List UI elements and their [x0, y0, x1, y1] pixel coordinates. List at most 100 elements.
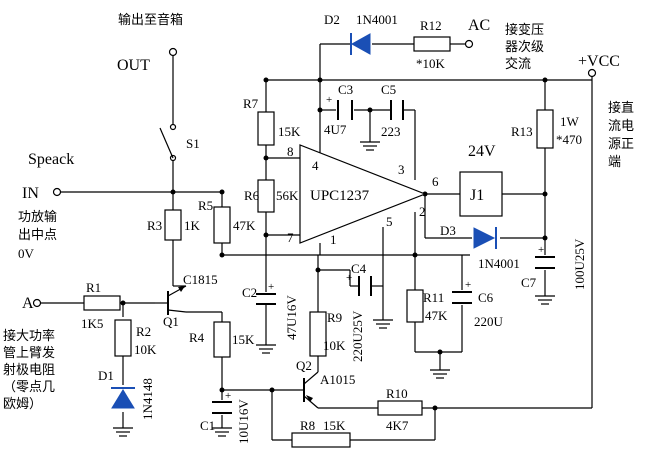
r4-value: 15K — [232, 332, 255, 347]
v24-label: 24V — [468, 143, 496, 160]
svg-text:+: + — [326, 94, 332, 106]
r13-value-1: 1W — [560, 114, 580, 129]
diode-d2 — [350, 33, 371, 55]
diodes — [111, 33, 497, 409]
c7-value: 100U25V — [572, 238, 587, 290]
r8-label: R8 — [300, 418, 315, 433]
r9-label: R9 — [327, 310, 342, 325]
svg-text:+: + — [225, 390, 231, 402]
ac-terminal — [464, 39, 474, 49]
r7-value: 15K — [278, 124, 301, 139]
r2-value: 10K — [134, 342, 157, 357]
r6-value: 56K — [276, 188, 299, 203]
r11-label: R11 — [423, 290, 444, 305]
amp-mid-line-3: 0V — [18, 246, 35, 261]
c6-value: 220U — [474, 314, 504, 329]
pin6-label: 6 — [432, 174, 439, 189]
r1-value: 1K5 — [81, 316, 103, 331]
switch-s1 — [159, 123, 177, 162]
r5-label: R5 — [198, 198, 213, 213]
ground-c3c5 — [360, 141, 380, 151]
terminals — [32, 39, 597, 308]
pin4-label: 4 — [312, 158, 319, 173]
in-label: IN — [22, 185, 39, 202]
pin8-label: 8 — [287, 144, 294, 159]
labels: 输出至音箱 OUT S1 Speack IN 功放输 出中点 0V A 接大功率… — [3, 12, 634, 444]
ground-c7 — [535, 295, 555, 305]
c6-label: C6 — [478, 290, 494, 305]
r12-value: *10K — [416, 56, 446, 71]
power-tube-line-3: 射极电阻 — [3, 362, 55, 378]
pin2-label: 2 — [419, 204, 426, 219]
c4-value: 220U25V — [350, 310, 365, 362]
resistor-r11 — [406, 289, 424, 323]
pin5-label: 5 — [386, 214, 393, 229]
r10-label: R10 — [386, 386, 408, 401]
ground-c2 — [256, 344, 276, 354]
transformer-line-2: 器次级 — [505, 39, 544, 55]
c1815-label: C1815 — [183, 272, 218, 287]
c3-label: C3 — [338, 82, 353, 97]
vcc-terminal — [587, 68, 597, 78]
resistor-r7 — [257, 111, 275, 146]
ground-c4 — [373, 319, 393, 329]
power-tube-line-4: （零点几 — [3, 380, 55, 395]
resistor-r4 — [213, 321, 231, 358]
r12-label: R12 — [420, 18, 442, 33]
r13-value-2: *470 — [556, 132, 582, 147]
s1-label: S1 — [186, 136, 200, 151]
d2-part-label: 1N4001 — [356, 12, 398, 27]
out-terminal — [168, 47, 178, 57]
power-tube-line-2: 管上臂发 — [3, 345, 55, 361]
r3-value: 1K — [184, 218, 201, 233]
a-label: A — [22, 295, 34, 312]
r2-label: R2 — [136, 324, 151, 339]
pin7-label: 7 — [287, 230, 294, 245]
relay-j1 — [459, 171, 503, 217]
r13-label: R13 — [511, 124, 533, 139]
resistor-r3 — [164, 209, 182, 241]
grounds — [113, 141, 555, 437]
r10-value: 4K7 — [386, 418, 409, 433]
r3-label: R3 — [147, 218, 162, 233]
ic-name-label: UPC1237 — [310, 188, 370, 204]
pin1-label: 1 — [330, 232, 337, 247]
r6-label: R6 — [244, 188, 260, 203]
ground-d1 — [113, 427, 133, 437]
amp-mid-line-1: 功放输 — [18, 209, 57, 225]
in-terminal — [52, 187, 62, 197]
capacitors — [212, 100, 555, 414]
c5-value: 223 — [381, 124, 401, 139]
wires — [40, 43, 593, 441]
power-tube-line-5: 欧姆） — [3, 397, 42, 412]
c2-label: C2 — [242, 285, 257, 300]
svg-text:+: + — [346, 272, 352, 284]
pin3-label: 3 — [398, 162, 405, 177]
resistor-r6 — [257, 179, 275, 213]
r5-value: 47K — [233, 218, 256, 233]
vcc-label: +VCC — [578, 53, 620, 70]
r8-value: 15K — [323, 418, 346, 433]
c5-label: C5 — [381, 82, 396, 97]
q2-label: Q2 — [296, 358, 312, 373]
transistor-q2 — [300, 371, 319, 409]
a-terminal — [32, 298, 42, 308]
c2-value: 47U16V — [284, 295, 299, 340]
j1-label: J1 — [470, 187, 484, 204]
diode-d1 — [111, 389, 135, 409]
transformer-line-3: 交流 — [505, 56, 531, 72]
resistor-r9 — [309, 311, 327, 357]
dc-positive-line-1: 接直 — [608, 100, 634, 116]
svg-text:+: + — [268, 281, 274, 293]
a1015-label: A1015 — [320, 372, 355, 387]
d3-label: D3 — [440, 223, 456, 238]
output-to-speaker-label: 输出至音箱 — [118, 12, 183, 28]
resistor-r2 — [114, 319, 132, 357]
resistors — [83, 36, 554, 448]
d2-label: D2 — [324, 12, 340, 27]
transistor-q1 — [155, 285, 187, 315]
power-tube-line-1: 接大功率 — [3, 328, 55, 344]
c1-value: 10U16V — [236, 399, 251, 444]
d1-part-label: 1N4148 — [140, 378, 155, 420]
